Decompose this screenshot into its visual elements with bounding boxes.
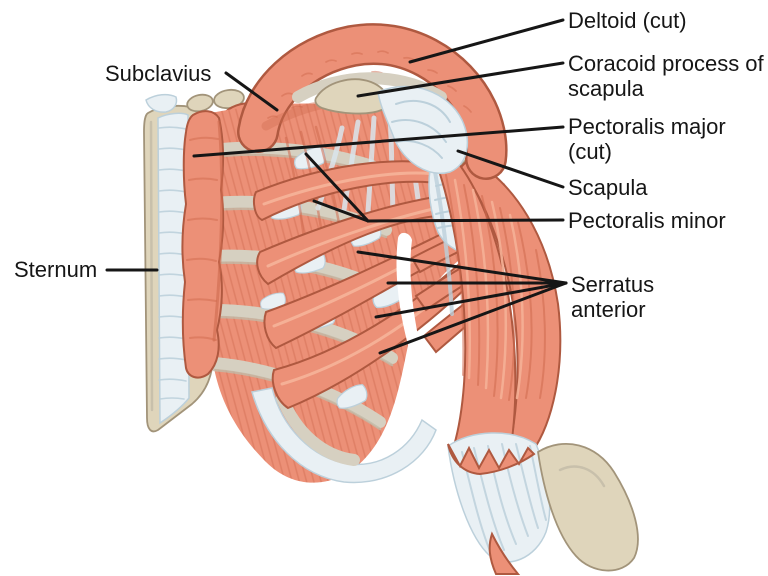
leader-subclavius [224,71,279,112]
pectoralis-major-stump [181,110,225,379]
leader-serratus-4 [378,281,568,355]
label-sternum: Sternum [14,257,98,282]
label-subclavius: Subclavius [105,61,212,86]
elbow-region [447,432,639,575]
leader-pectoralis-minor [366,218,565,223]
leader-lines [105,18,568,355]
label-scapula: Scapula [568,175,648,200]
label-serratus: Serratus anterior [571,272,655,322]
label-pectoralis-major: Pectoralis major (cut) [568,114,726,164]
leader-pectoralis-minor-prong2 [312,199,370,223]
shoulder-joint [292,72,469,174]
humeral-head [377,85,469,174]
label-coracoid: Coracoid process of scapula [568,51,764,101]
leader-pectoralis-minor-prong1 [304,152,370,223]
leader-coracoid [356,61,565,98]
label-deltoid: Deltoid (cut) [568,8,687,33]
leader-pectoralis-major [192,125,565,158]
muscle-fringe [447,443,536,476]
label-pectoralis-minor: Pectoralis minor [568,208,726,233]
leader-deltoid [408,18,565,64]
arm-muscles [428,143,562,474]
leader-scapula [456,149,565,189]
leader-serratus-1 [356,250,568,285]
elbow-bone [537,443,639,572]
leader-serratus-3 [374,281,568,319]
tendon-web [447,432,551,563]
